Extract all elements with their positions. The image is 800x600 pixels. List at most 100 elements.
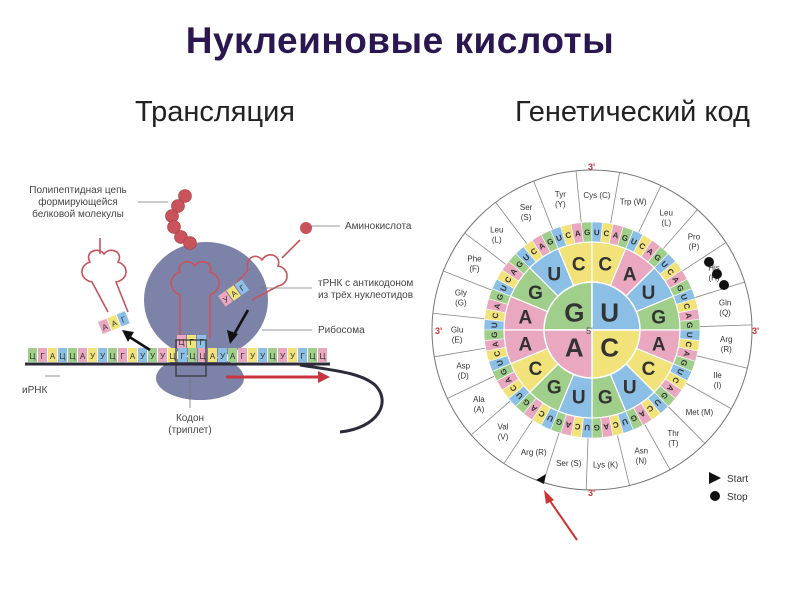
- amino-acid-divider: [533, 180, 553, 230]
- start-pointer-arrowhead: [544, 490, 554, 504]
- first-base-label: A: [565, 333, 584, 363]
- mrna-base-label: Ц: [110, 352, 116, 361]
- mrna-base-label: Г: [300, 352, 305, 361]
- mrna-base-label: Ц: [30, 352, 36, 361]
- amino-acid-name: Pro: [688, 233, 701, 242]
- anticodon-base: Г: [238, 283, 247, 293]
- third-base-label: C: [537, 408, 547, 419]
- third-base-label: A: [684, 312, 694, 319]
- mrna-base-label: Г: [120, 352, 125, 361]
- second-base-label: A: [518, 308, 532, 329]
- ribosome-label: Рибосома: [318, 324, 365, 336]
- first-base-label: U: [600, 297, 619, 327]
- amino-acid-label: Leu(L): [490, 225, 503, 244]
- subtitle-genetic-code: Генетический код: [515, 96, 750, 128]
- amino-acid-code: (G): [455, 299, 467, 308]
- stop-dot: [719, 280, 729, 290]
- third-base-label: A: [574, 229, 581, 239]
- codon-label-1: Кодон: [176, 413, 204, 424]
- mrna-base-label: Ц: [190, 352, 196, 361]
- second-base-label: U: [572, 388, 586, 409]
- amino-acid-name: Lys (K): [593, 460, 618, 469]
- mrna-nucleotide: Ц: [68, 348, 77, 362]
- third-base-label: C: [503, 275, 514, 285]
- mrna-base-label: А: [130, 352, 136, 361]
- third-base-label: A: [637, 408, 647, 419]
- third-base-label: G: [652, 252, 663, 263]
- mrna-nucleotide: Ц: [308, 348, 317, 362]
- amino-acid-divider: [696, 355, 748, 369]
- mrna-base-label: А: [50, 352, 56, 361]
- mrna-base-label: Ц: [270, 352, 276, 361]
- amino-acid-label: Leu(L): [660, 208, 673, 227]
- amino-acid-label: Met (M): [686, 408, 714, 417]
- amino-acid-label: Gln(Q): [719, 298, 731, 317]
- legend: Start Stop: [709, 472, 748, 503]
- second-base-label: A: [652, 334, 666, 355]
- amino-acid-divider: [575, 170, 582, 223]
- amino-acid-name: Gln: [719, 298, 731, 307]
- mrna-tail: [299, 363, 384, 434]
- mrna-base-label: Ц: [310, 352, 316, 361]
- mrna-base-label: У: [100, 352, 106, 361]
- amino-acid-code: (Q): [719, 308, 731, 317]
- third-base-label: G: [514, 259, 525, 270]
- third-base-label: C: [574, 422, 581, 432]
- mrna-nucleotide: Г: [118, 348, 127, 362]
- amino-acid-divider: [585, 437, 589, 490]
- amino-acid-name: Leu: [490, 225, 503, 234]
- mrna-base-label: У: [280, 352, 286, 361]
- third-base-label: C: [529, 246, 539, 257]
- third-base-label: U: [675, 367, 686, 376]
- amino-acid-name: Leu: [660, 208, 673, 217]
- mrna-base-label: У: [250, 352, 256, 361]
- amino-acid-name: Asn: [634, 447, 648, 456]
- third-base-label: A: [645, 246, 655, 257]
- mrna-base-label: У: [160, 352, 166, 361]
- amino-acid-divider: [685, 382, 732, 410]
- third-base-label: A: [564, 419, 572, 429]
- third-base-label: G: [546, 236, 555, 247]
- mrna-nucleotide: Ц: [168, 348, 177, 362]
- anticodon-base: Г: [199, 338, 204, 347]
- start-triangle: [536, 474, 546, 484]
- amino-acid-divider: [610, 172, 620, 224]
- page-title: Нуклеиновые кислоты: [185, 20, 615, 61]
- third-base-label: G: [490, 331, 499, 338]
- third-base-label: U: [584, 423, 590, 432]
- third-base-label: C: [603, 229, 610, 239]
- third-base-label: G: [498, 367, 509, 376]
- amino-acid-code: (P): [689, 243, 700, 252]
- third-base-label: A: [670, 275, 681, 285]
- polypeptide-bead: [167, 220, 181, 234]
- trna-label-2: из трёх нуклеотидов: [318, 290, 413, 301]
- mrna-nucleotide: Ц: [318, 348, 327, 362]
- polypeptide-chain: [165, 189, 197, 250]
- mrna-base-label: Ц: [200, 352, 206, 361]
- second-base-label: C: [572, 254, 586, 275]
- third-base-label: G: [685, 322, 694, 329]
- third-base-label: U: [620, 417, 629, 427]
- trna-left: [81, 238, 129, 313]
- mrna-base-label: Ц: [320, 352, 326, 361]
- anticodon-base: А: [101, 322, 110, 333]
- amino-acid-name: Arg (R): [521, 448, 547, 457]
- amino-acid-bead: [300, 222, 312, 234]
- third-base-label: U: [679, 293, 689, 302]
- amino-acid-name: Trp (W): [620, 197, 647, 206]
- third-base-label: U: [685, 332, 694, 338]
- polypeptide-bead: [178, 189, 192, 203]
- amino-acid-code: (R): [721, 345, 732, 354]
- amino-acid-code: (T): [668, 439, 679, 448]
- amino-acid-name: Val: [498, 423, 509, 432]
- third-base-label: G: [675, 284, 686, 293]
- legend-start-icon: [709, 472, 721, 484]
- amino-acid-labels: Gly(G)Phe(F)Leu(L)Ser(S)Tyr(Y)Cys (C)Trp…: [451, 190, 733, 470]
- mrna-nucleotide: Ц: [188, 348, 197, 362]
- amino-acid-code: (V): [498, 433, 509, 442]
- amino-acid-label: Pro(P): [688, 233, 701, 252]
- second-base-label: G: [528, 283, 543, 304]
